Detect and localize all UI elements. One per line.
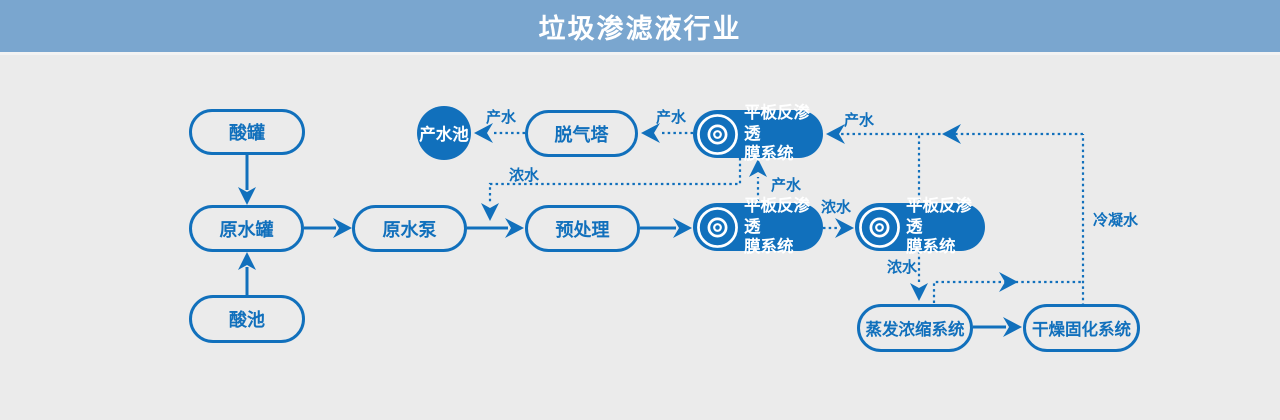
edge-label-concentrate-right-to-evap: 浓水: [886, 259, 918, 276]
page-header: 垃圾渗滤液行业: [0, 0, 1280, 55]
node-degassing-tower: 脱气塔: [525, 110, 638, 157]
edge-label-condensate-return: 冷凝水: [1093, 212, 1139, 229]
node-raw-water-tank: 原水罐: [189, 205, 304, 252]
node-degassing-tower-label: 脱气塔: [554, 124, 609, 145]
edge-label-concentrate-top-return: 浓水: [508, 167, 540, 184]
node-acid-tank-label: 酸罐: [229, 123, 265, 143]
node-product-water-pool-label: 产水池: [419, 126, 469, 144]
node-raw-water-pump-label: 原水泵: [382, 219, 437, 240]
node-evaporation-system: 蒸发浓缩系统: [857, 304, 973, 352]
node-raw-water-pump: 原水泵: [352, 205, 467, 252]
node-acid-pool-label: 酸池: [229, 310, 265, 330]
edge-label-product-water-to-pool: 产水: [485, 109, 517, 126]
node-acid-pool: 酸池: [189, 295, 305, 343]
page-title: 垃圾渗滤液行业: [538, 13, 742, 44]
node-drying-system: 干燥固化系统: [1023, 304, 1140, 352]
edge-label-product-water-mid-to-top: 产水: [770, 177, 802, 194]
node-ro-system-top-label: 平板反渗透 膜系统: [744, 103, 810, 164]
node-ro-system-right-label: 平板反渗透 膜系统: [906, 196, 972, 257]
node-ro-system-top: 平板反渗透 膜系统: [693, 104, 823, 163]
node-ro-system-right: 平板反渗透 膜系统: [855, 197, 985, 256]
node-acid-tank: 酸罐: [189, 109, 305, 155]
solid-arrows: [238, 155, 1022, 337]
edge-label-product-water-to-tower: 产水: [655, 109, 687, 126]
node-drying-system-label: 干燥固化系统: [1032, 321, 1131, 339]
concentric-circles-icon: [697, 113, 738, 155]
node-product-water-pool: 产水池: [417, 106, 471, 160]
node-ro-system-mid-label: 平板反渗透 膜系统: [744, 196, 810, 257]
concentric-circles-icon: [697, 206, 738, 248]
node-pretreatment-label: 预处理: [555, 219, 610, 240]
node-ro-system-mid: 平板反渗透 膜系统: [693, 197, 823, 256]
node-evaporation-system-label: 蒸发浓缩系统: [865, 321, 965, 339]
concentric-circles-icon: [859, 206, 900, 248]
edge-label-concentrate-mid-to-right: 浓水: [820, 199, 852, 216]
node-pretreatment: 预处理: [525, 205, 640, 252]
node-raw-water-tank-label: 原水罐: [219, 219, 274, 240]
edge-label-product-water-right-to-top: 产水: [843, 112, 875, 129]
dotted-arrows: [474, 123, 1085, 306]
